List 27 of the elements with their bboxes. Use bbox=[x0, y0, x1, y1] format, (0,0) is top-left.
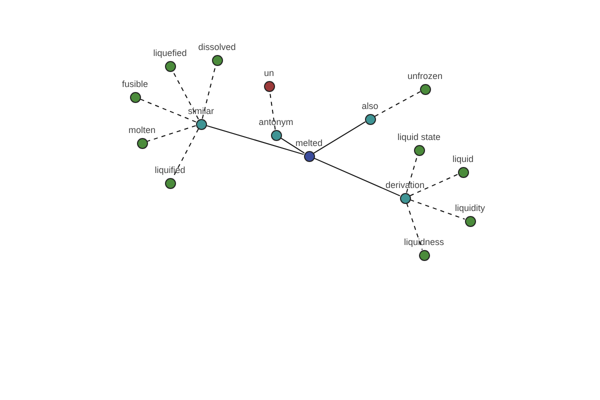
node-label: liquid state bbox=[397, 132, 441, 142]
node-label: fusible bbox=[122, 78, 148, 88]
node-label: similar bbox=[188, 106, 214, 116]
node-label: derivation bbox=[385, 180, 425, 190]
node-label: antonym bbox=[258, 116, 294, 126]
connector-line bbox=[314, 158, 400, 196]
connector-line bbox=[280, 137, 305, 154]
node-label: liquidity bbox=[455, 202, 485, 212]
dashed-connector bbox=[172, 70, 199, 120]
dashed-connector bbox=[410, 174, 458, 196]
node-label: un bbox=[264, 68, 274, 78]
connector-line bbox=[206, 125, 304, 155]
dashed-connector bbox=[146, 125, 196, 142]
dashed-connector bbox=[406, 202, 423, 250]
node-label: melted bbox=[296, 138, 322, 148]
node-label: molten bbox=[128, 124, 156, 134]
dashed-connector bbox=[374, 91, 421, 117]
node-label: liquid bbox=[452, 154, 474, 164]
node-label: liquidness bbox=[404, 236, 444, 246]
dashed-connector bbox=[140, 98, 196, 122]
connector-line bbox=[313, 121, 366, 154]
node-label: liquefied bbox=[153, 48, 187, 58]
dashed-connector bbox=[410, 199, 466, 220]
node-label: also bbox=[362, 100, 378, 110]
node-label: unfrozen bbox=[407, 70, 443, 80]
node-label: liquified bbox=[154, 164, 186, 174]
node-label: dissolved bbox=[198, 42, 236, 52]
